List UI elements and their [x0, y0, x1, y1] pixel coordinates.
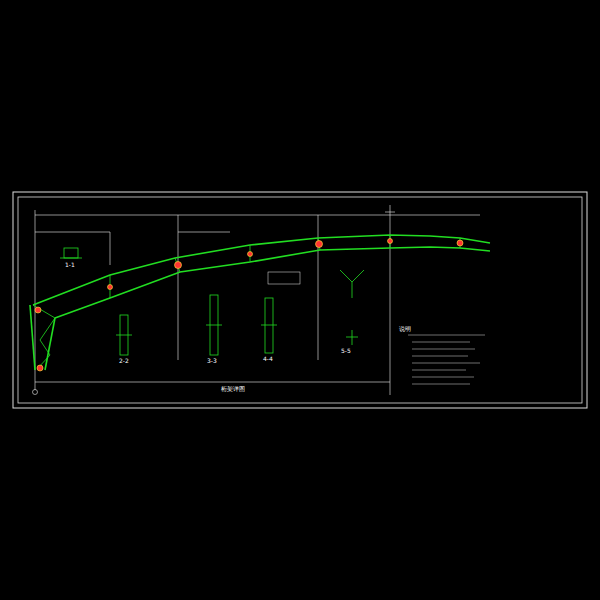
- notes-heading: 说明: [398, 326, 412, 333]
- section-label: 3-3: [206, 358, 218, 365]
- inner-frame: [18, 197, 582, 403]
- dimension-lines: [33, 205, 481, 395]
- truss-web: [33, 235, 460, 368]
- section-details: [60, 248, 364, 355]
- note-lines: [408, 335, 485, 384]
- section-label: 5-5: [340, 348, 352, 355]
- section-label: 4-4: [262, 356, 274, 363]
- drawing-title: 桁架详图: [220, 386, 246, 393]
- section-label: 1-1: [64, 262, 76, 269]
- joint-markers: [35, 239, 463, 372]
- outer-frame: [13, 192, 587, 408]
- truss-chords: [30, 235, 490, 370]
- section-label: 2-2: [118, 358, 130, 365]
